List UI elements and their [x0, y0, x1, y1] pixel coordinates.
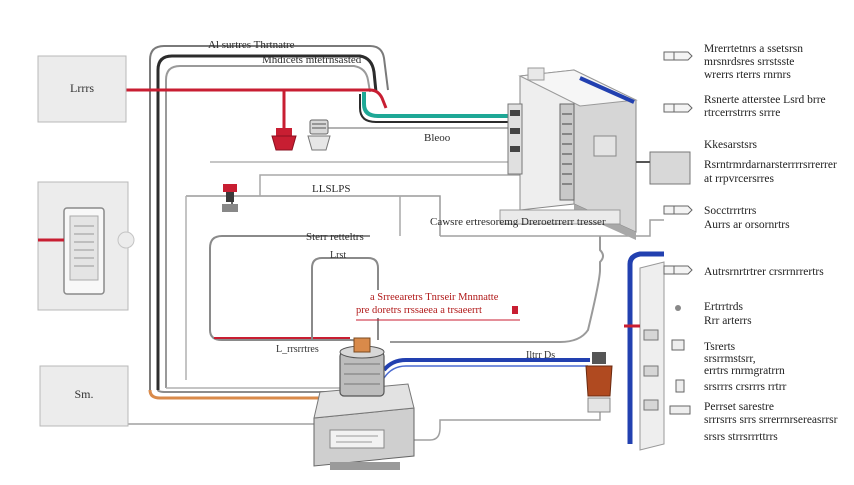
- label-left-small: L_rrsrrtres: [276, 344, 319, 355]
- warning-note: a Srreearetrs Tnrseir Mnnnatte pre doret…: [352, 290, 522, 321]
- right-label-2: Rsnerte atterstee Lsrd brre rtrcerrstrrr…: [704, 94, 829, 119]
- wire-dark-top: [156, 54, 378, 390]
- right-label-8-line-3: errtrs rnrmgratrrn: [704, 365, 785, 377]
- right-label-5: Socctrrrtrrs Aurrs ar orsornrtrs: [704, 205, 790, 231]
- right-label-1-line-1: Mrerrtetnrs a ssetsrsn: [704, 43, 803, 55]
- right-label-5-line-2: Aurrs ar orsornrtrs: [704, 219, 790, 231]
- warning-line-2: pre doretrs rrssaeea a trsaeerrt: [356, 305, 482, 316]
- wire-blue-thin: [383, 365, 588, 379]
- connector-icon-4: [663, 265, 693, 275]
- right-label-2-line-1: Rsnerte atterstee Lsrd brre: [704, 94, 826, 106]
- right-label-2-line-2: rtrcerrstrrrs srrre: [704, 107, 780, 119]
- top-left-box-label: Lrrrs: [70, 81, 94, 95]
- wire-gray-2: [165, 65, 371, 388]
- label-sterreblers: Sterr retteltrs: [306, 231, 364, 243]
- right-label-9: Perrset sarestre srrrsrrs srrs srrerrnrs…: [704, 401, 840, 443]
- wire-right-loop: [390, 236, 604, 343]
- transformer: [313, 337, 415, 470]
- wire-cowers: [440, 219, 664, 237]
- right-label-7-line-2: Rrr arterrs: [704, 315, 752, 327]
- label-loop: Lrst: [330, 250, 346, 261]
- top-left-box: Lrrrs: [37, 55, 127, 123]
- clip-icon: [675, 379, 685, 393]
- heater-unit: [499, 67, 691, 240]
- right-label-3-line-1: Kkesarstsrs: [704, 139, 758, 151]
- label-center-code: LLSLPS: [312, 183, 351, 195]
- right-label-9-line-3: srsrs strrsrrrttrrs: [704, 431, 778, 443]
- wire-outer-gray: [149, 45, 389, 390]
- right-label-7-line-1: Ertrrtrds: [704, 301, 743, 313]
- wire-teal: [362, 92, 510, 118]
- label-bloow: Bleoo: [424, 132, 451, 144]
- right-label-4-line-2: at rrpvrcersrres: [704, 173, 774, 185]
- bolt-icon: [675, 305, 681, 311]
- right-label-4: Rsrntrmrdarnarsterrrrsrrerrer at rrpvrce…: [704, 159, 840, 185]
- right-label-6-line-1: Autrsrnrtrtrer crsrrnrrertrs: [704, 266, 824, 278]
- right-label-4-line-1: Rsrntrmrdarnarsterrrrsrrerrer: [704, 159, 837, 171]
- top-label-1: Al surtres Thrtnatre: [208, 39, 295, 51]
- wire-gray-bottom: [157, 389, 345, 393]
- bracket-icon: [669, 405, 691, 415]
- connector-icon-2: [663, 103, 693, 113]
- bottom-left-box-label: Sm.: [74, 387, 93, 401]
- wire-blue: [382, 358, 590, 372]
- right-label-3: Kkesarstsrs: [704, 139, 758, 151]
- right-panel: [624, 251, 665, 451]
- red-connector: [271, 128, 297, 151]
- right-label-1-line-3: wrerrs rterrs rnrnrs: [704, 69, 791, 81]
- label-blue-code: Iltrr Ds: [526, 350, 555, 361]
- right-label-8-line-4: srsrrrs crsrrrs rrtrr: [704, 381, 787, 393]
- plug-icon: [671, 339, 685, 351]
- gray-connector: [307, 119, 331, 151]
- wire-teal-dark: [359, 94, 512, 123]
- right-label-9-line-1: Perrset sarestre: [704, 401, 774, 413]
- warning-line-1: a Srreearetrs Tnrseir Mnnnatte: [370, 292, 499, 303]
- panel-switch: [37, 181, 135, 311]
- top-label-2: Mhdicets mtetrnsasted: [262, 54, 362, 66]
- wire-mid-horizontal: [186, 195, 441, 236]
- right-label-9-line-2: srrrsrrs srrs srrerrnrsereasrrsr: [704, 414, 838, 426]
- wire-mid-3: [259, 174, 520, 196]
- right-labels: Mrerrtetnrs a ssetsrsn mrsnrdsres srrsts…: [704, 43, 840, 443]
- right-label-1-line-2: mrsnrdsres srrstsste: [704, 56, 794, 68]
- right-label-7: Ertrrtrds Rrr arterrs: [704, 301, 752, 327]
- valve-component: [585, 352, 613, 413]
- fuse-component: [222, 184, 238, 212]
- right-label-8: Tsrerts srsrrmstsrr, errtrs rnrmgratrrn …: [704, 341, 788, 393]
- label-cowers: Cawsre ertresoremg Dreroetrrerr tresser: [430, 216, 606, 228]
- right-label-6: Autrsrnrtrtrer crsrrnrrertrs: [704, 266, 824, 278]
- right-label-5-line-1: Socctrrrtrrs: [704, 205, 757, 217]
- wire-red-main: [126, 88, 388, 109]
- wire-bottom-right: [410, 408, 601, 441]
- connector-icon-3: [663, 205, 693, 215]
- bottom-left-box: Sm.: [39, 365, 129, 427]
- right-label-1: Mrerrtetnrs a ssetsrsn mrsnrdsres srrsts…: [704, 43, 806, 81]
- wire-loop-small: [311, 257, 379, 340]
- right-label-8-line-2: srsrrmstsrr,: [704, 353, 756, 365]
- right-label-8-line-1: Tsrerts: [704, 341, 736, 353]
- connector-icon-1: [663, 51, 693, 61]
